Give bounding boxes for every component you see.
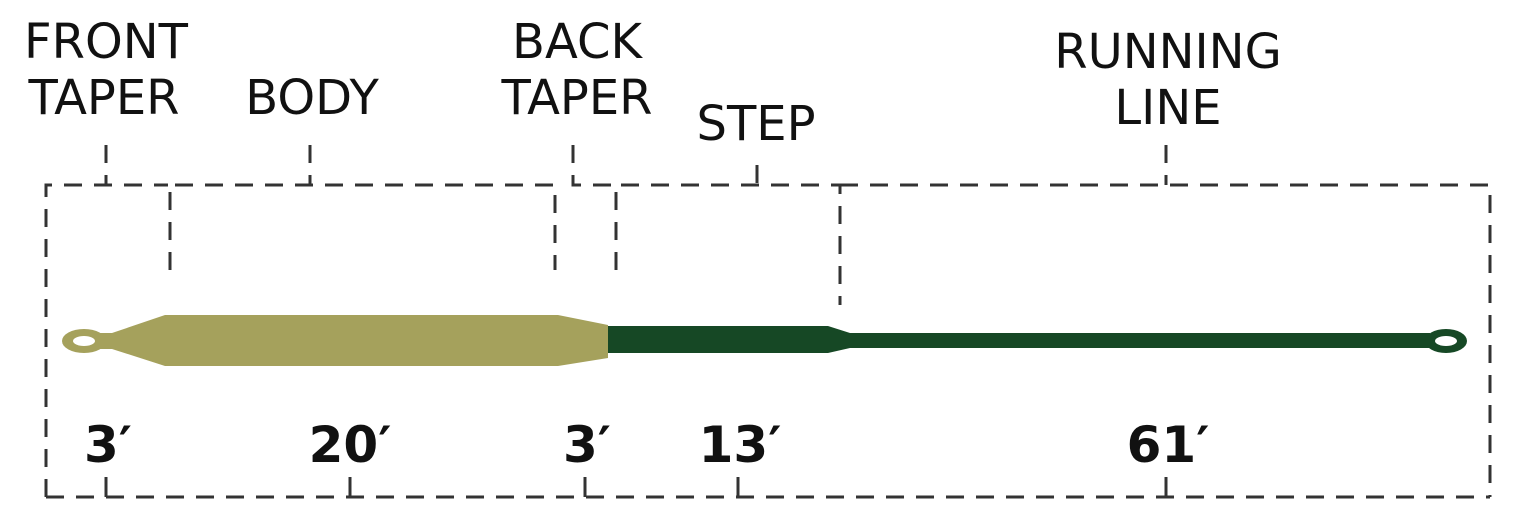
front-taper-length: 3′: [84, 416, 132, 474]
back-taper-label-line2: TAPER: [500, 70, 652, 126]
back-taper-bracket: [571, 145, 616, 187]
step-label: STEP: [696, 96, 815, 152]
back-taper-label-line1: BACK: [512, 14, 643, 70]
running-line-section: [608, 326, 1430, 353]
front-taper-bracket: [44, 145, 168, 497]
head-section: [100, 315, 608, 366]
top-brackets: [44, 145, 1492, 497]
body-bracket: [168, 145, 557, 270]
fly-line: [62, 315, 1467, 366]
front-taper-label-line1: FRONT: [24, 14, 189, 70]
body-length: 20′: [309, 416, 392, 474]
bottom-bracket: [46, 477, 1490, 499]
running-line-label-line2: LINE: [1114, 80, 1221, 136]
step-length: 13′: [699, 416, 782, 474]
body-label: BODY: [245, 70, 379, 126]
running-line-length: 61′: [1127, 416, 1210, 474]
running-line-label-line1: RUNNING: [1054, 24, 1282, 80]
back-taper-length: 3′: [563, 416, 611, 474]
step-bracket: [614, 165, 842, 305]
running-line-bracket: [840, 145, 1492, 497]
front-taper-label-line2: TAPER: [27, 70, 179, 126]
